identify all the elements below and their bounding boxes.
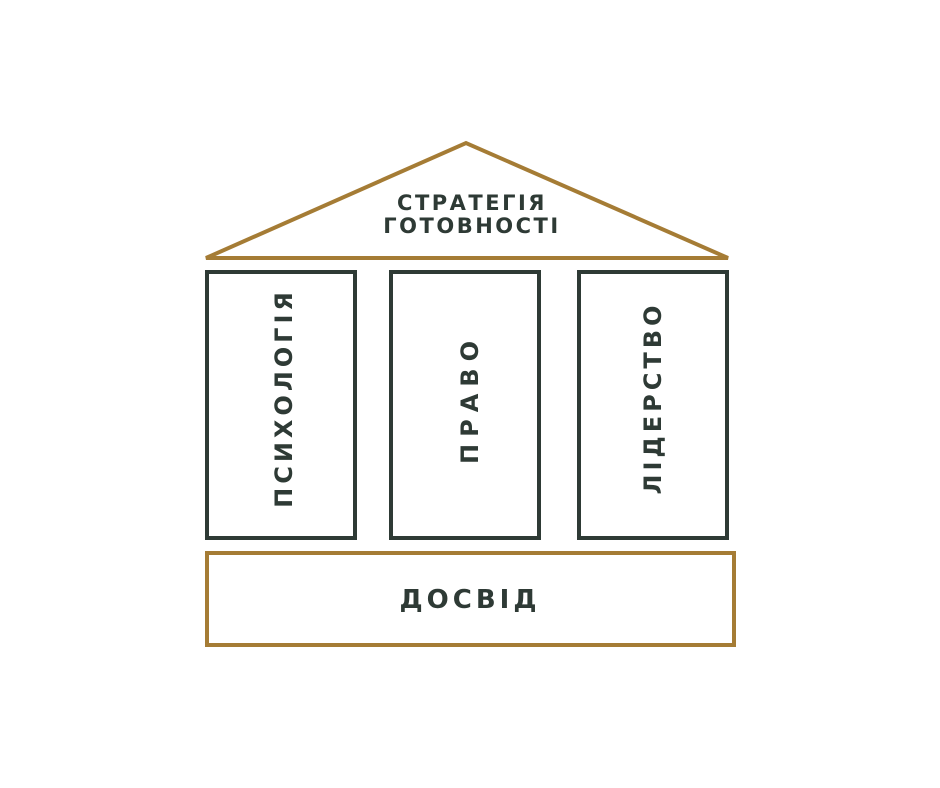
foundation: ДОСВІД — [205, 551, 736, 647]
pillar-box — [205, 270, 357, 540]
pillar-psychology: ПСИХОЛОГІЯ — [205, 270, 357, 540]
pillar-box — [577, 270, 729, 540]
foundation-box — [205, 551, 736, 647]
roof: СТРАТЕГІЯ ГОТОВНОСТІ — [205, 140, 729, 260]
pillar-label: ЛІДЕРСТВО — [639, 302, 667, 495]
pillar-law: ПРАВО — [389, 270, 541, 540]
foundation-label: ДОСВІД — [400, 585, 541, 615]
roof-label-line1: СТРАТЕГІЯ — [397, 191, 547, 215]
pillar-label: ПРАВО — [456, 334, 484, 464]
pillar-leadership: ЛІДЕРСТВО — [577, 270, 729, 540]
roof-triangle — [205, 140, 729, 260]
roof-label-line2: ГОТОВНОСТІ — [383, 214, 560, 238]
pillar-label: ПСИХОЛОГІЯ — [270, 288, 298, 508]
pillar-box — [389, 270, 541, 540]
